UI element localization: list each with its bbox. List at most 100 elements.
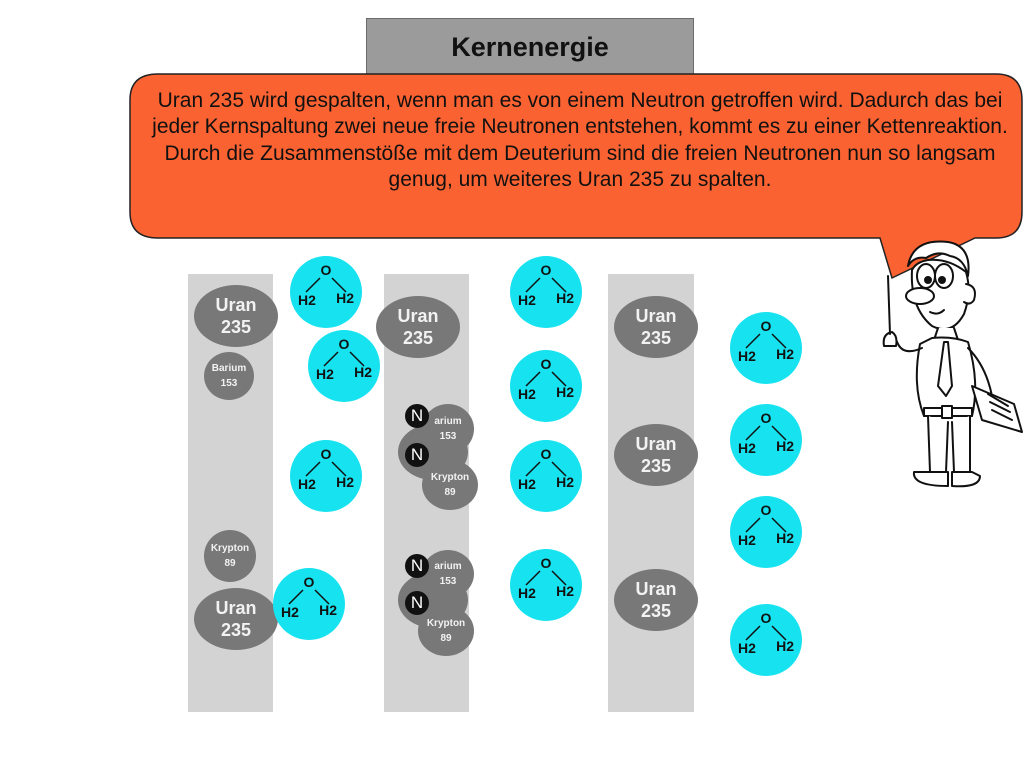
hydrogen-label: H2 bbox=[298, 476, 316, 492]
water-molecule: O H2 H2 bbox=[730, 496, 802, 568]
water-molecule: O H2 H2 bbox=[308, 330, 380, 402]
oxygen-label: O bbox=[540, 262, 552, 278]
barium-atom: Barium 153 bbox=[204, 352, 254, 400]
hydrogen-label: H2 bbox=[518, 476, 536, 492]
hydrogen-label: H2 bbox=[518, 292, 536, 308]
oxygen-label: O bbox=[540, 356, 552, 372]
neutron: N bbox=[405, 591, 429, 615]
molecule-bonds bbox=[305, 461, 347, 477]
hydrogen-label: H2 bbox=[738, 440, 756, 456]
title-box bbox=[366, 18, 694, 82]
molecule-bonds bbox=[323, 351, 365, 367]
hydrogen-label: H2 bbox=[738, 640, 756, 656]
hydrogen-label: H2 bbox=[354, 364, 372, 380]
atom-name: Barium bbox=[211, 363, 247, 374]
callout-text: Uran 235 wird gespalten, wenn man es von… bbox=[152, 89, 1008, 191]
atom-name: Uran bbox=[635, 433, 677, 454]
atom-number: 89 bbox=[224, 558, 236, 569]
oxygen-label: O bbox=[540, 555, 552, 571]
water-molecule: O H2 H2 bbox=[510, 549, 582, 621]
hydrogen-label: H2 bbox=[518, 386, 536, 402]
atom-name: Krypton bbox=[430, 472, 470, 483]
molecule-bonds bbox=[745, 625, 787, 641]
uranium-atom: Uran 235 bbox=[376, 296, 460, 358]
hydrogen-label: H2 bbox=[336, 290, 354, 306]
water-molecule: O H2 H2 bbox=[730, 604, 802, 676]
molecule-bonds bbox=[525, 277, 567, 293]
hydrogen-label: H2 bbox=[776, 438, 794, 454]
molecule-bonds bbox=[745, 517, 787, 533]
hydrogen-label: H2 bbox=[556, 290, 574, 306]
atom-name: Krypton bbox=[426, 618, 466, 629]
atom-number: 153 bbox=[439, 576, 457, 587]
oxygen-label: O bbox=[303, 574, 315, 590]
water-molecule: O H2 H2 bbox=[730, 404, 802, 476]
atom-number: 153 bbox=[439, 431, 457, 442]
uranium-atom: Uran 235 bbox=[614, 296, 698, 358]
oxygen-label: O bbox=[760, 502, 772, 518]
hydrogen-label: H2 bbox=[776, 638, 794, 654]
hydrogen-label: H2 bbox=[518, 585, 536, 601]
hydrogen-label: H2 bbox=[336, 474, 354, 490]
water-molecule: O H2 H2 bbox=[290, 440, 362, 512]
uranium-atom: Uran 235 bbox=[614, 569, 698, 631]
atom-number: 89 bbox=[440, 633, 452, 644]
atom-name: Krypton bbox=[210, 543, 250, 554]
atom-number: 235 bbox=[640, 601, 672, 621]
molecule-bonds bbox=[305, 277, 347, 293]
molecule-bonds bbox=[525, 570, 567, 586]
molecule-bonds bbox=[288, 589, 330, 605]
uranium-atom: Uran 235 bbox=[194, 285, 278, 347]
oxygen-label: O bbox=[320, 262, 332, 278]
atom-name: Uran bbox=[215, 294, 257, 315]
atom-number: 235 bbox=[220, 317, 252, 337]
water-molecule: O H2 H2 bbox=[290, 256, 362, 328]
hydrogen-label: H2 bbox=[776, 530, 794, 546]
hydrogen-label: H2 bbox=[776, 346, 794, 362]
water-molecule: O H2 H2 bbox=[510, 440, 582, 512]
neutron: N bbox=[405, 443, 429, 467]
molecule-bonds bbox=[525, 461, 567, 477]
professor-icon bbox=[882, 240, 1023, 488]
atom-name: Uran bbox=[215, 597, 257, 618]
atom-name: Uran bbox=[635, 578, 677, 599]
water-molecule: O H2 H2 bbox=[510, 350, 582, 422]
hydrogen-label: H2 bbox=[556, 384, 574, 400]
water-molecule: O H2 H2 bbox=[510, 256, 582, 328]
uranium-atom: Uran 235 bbox=[194, 588, 278, 650]
krypton-atom: Krypton 89 bbox=[422, 460, 478, 510]
neutron: N bbox=[405, 404, 429, 428]
oxygen-label: O bbox=[760, 410, 772, 426]
krypton-atom: Krypton 89 bbox=[418, 606, 474, 656]
uranium-atom: Uran 235 bbox=[614, 424, 698, 486]
hydrogen-label: H2 bbox=[738, 348, 756, 364]
hydrogen-label: H2 bbox=[319, 602, 337, 618]
atom-name: arium bbox=[434, 416, 462, 427]
oxygen-label: O bbox=[338, 336, 350, 352]
atom-number: 89 bbox=[444, 487, 456, 498]
atom-number: 153 bbox=[220, 378, 238, 389]
molecule-bonds bbox=[525, 371, 567, 387]
molecule-bonds bbox=[745, 425, 787, 441]
oxygen-label: O bbox=[760, 318, 772, 334]
neutron: N bbox=[405, 554, 429, 578]
hydrogen-label: H2 bbox=[281, 604, 299, 620]
hydrogen-label: H2 bbox=[556, 474, 574, 490]
oxygen-label: O bbox=[760, 610, 772, 626]
barium-atom: arium 153 bbox=[422, 550, 474, 598]
oxygen-label: O bbox=[320, 446, 332, 462]
hydrogen-label: H2 bbox=[298, 292, 316, 308]
water-molecule: O H2 H2 bbox=[730, 312, 802, 384]
hydrogen-label: H2 bbox=[556, 583, 574, 599]
atom-number: 235 bbox=[640, 328, 672, 348]
page-title: Kernenergie bbox=[451, 32, 609, 62]
atom-number: 235 bbox=[640, 456, 672, 476]
water-molecule: O H2 H2 bbox=[273, 568, 345, 640]
barium-atom: arium 153 bbox=[422, 404, 474, 454]
oxygen-label: O bbox=[540, 446, 552, 462]
molecule-bonds bbox=[745, 333, 787, 349]
hydrogen-label: H2 bbox=[316, 366, 334, 382]
atom-number: 235 bbox=[220, 620, 252, 640]
atom-name: arium bbox=[434, 561, 462, 572]
